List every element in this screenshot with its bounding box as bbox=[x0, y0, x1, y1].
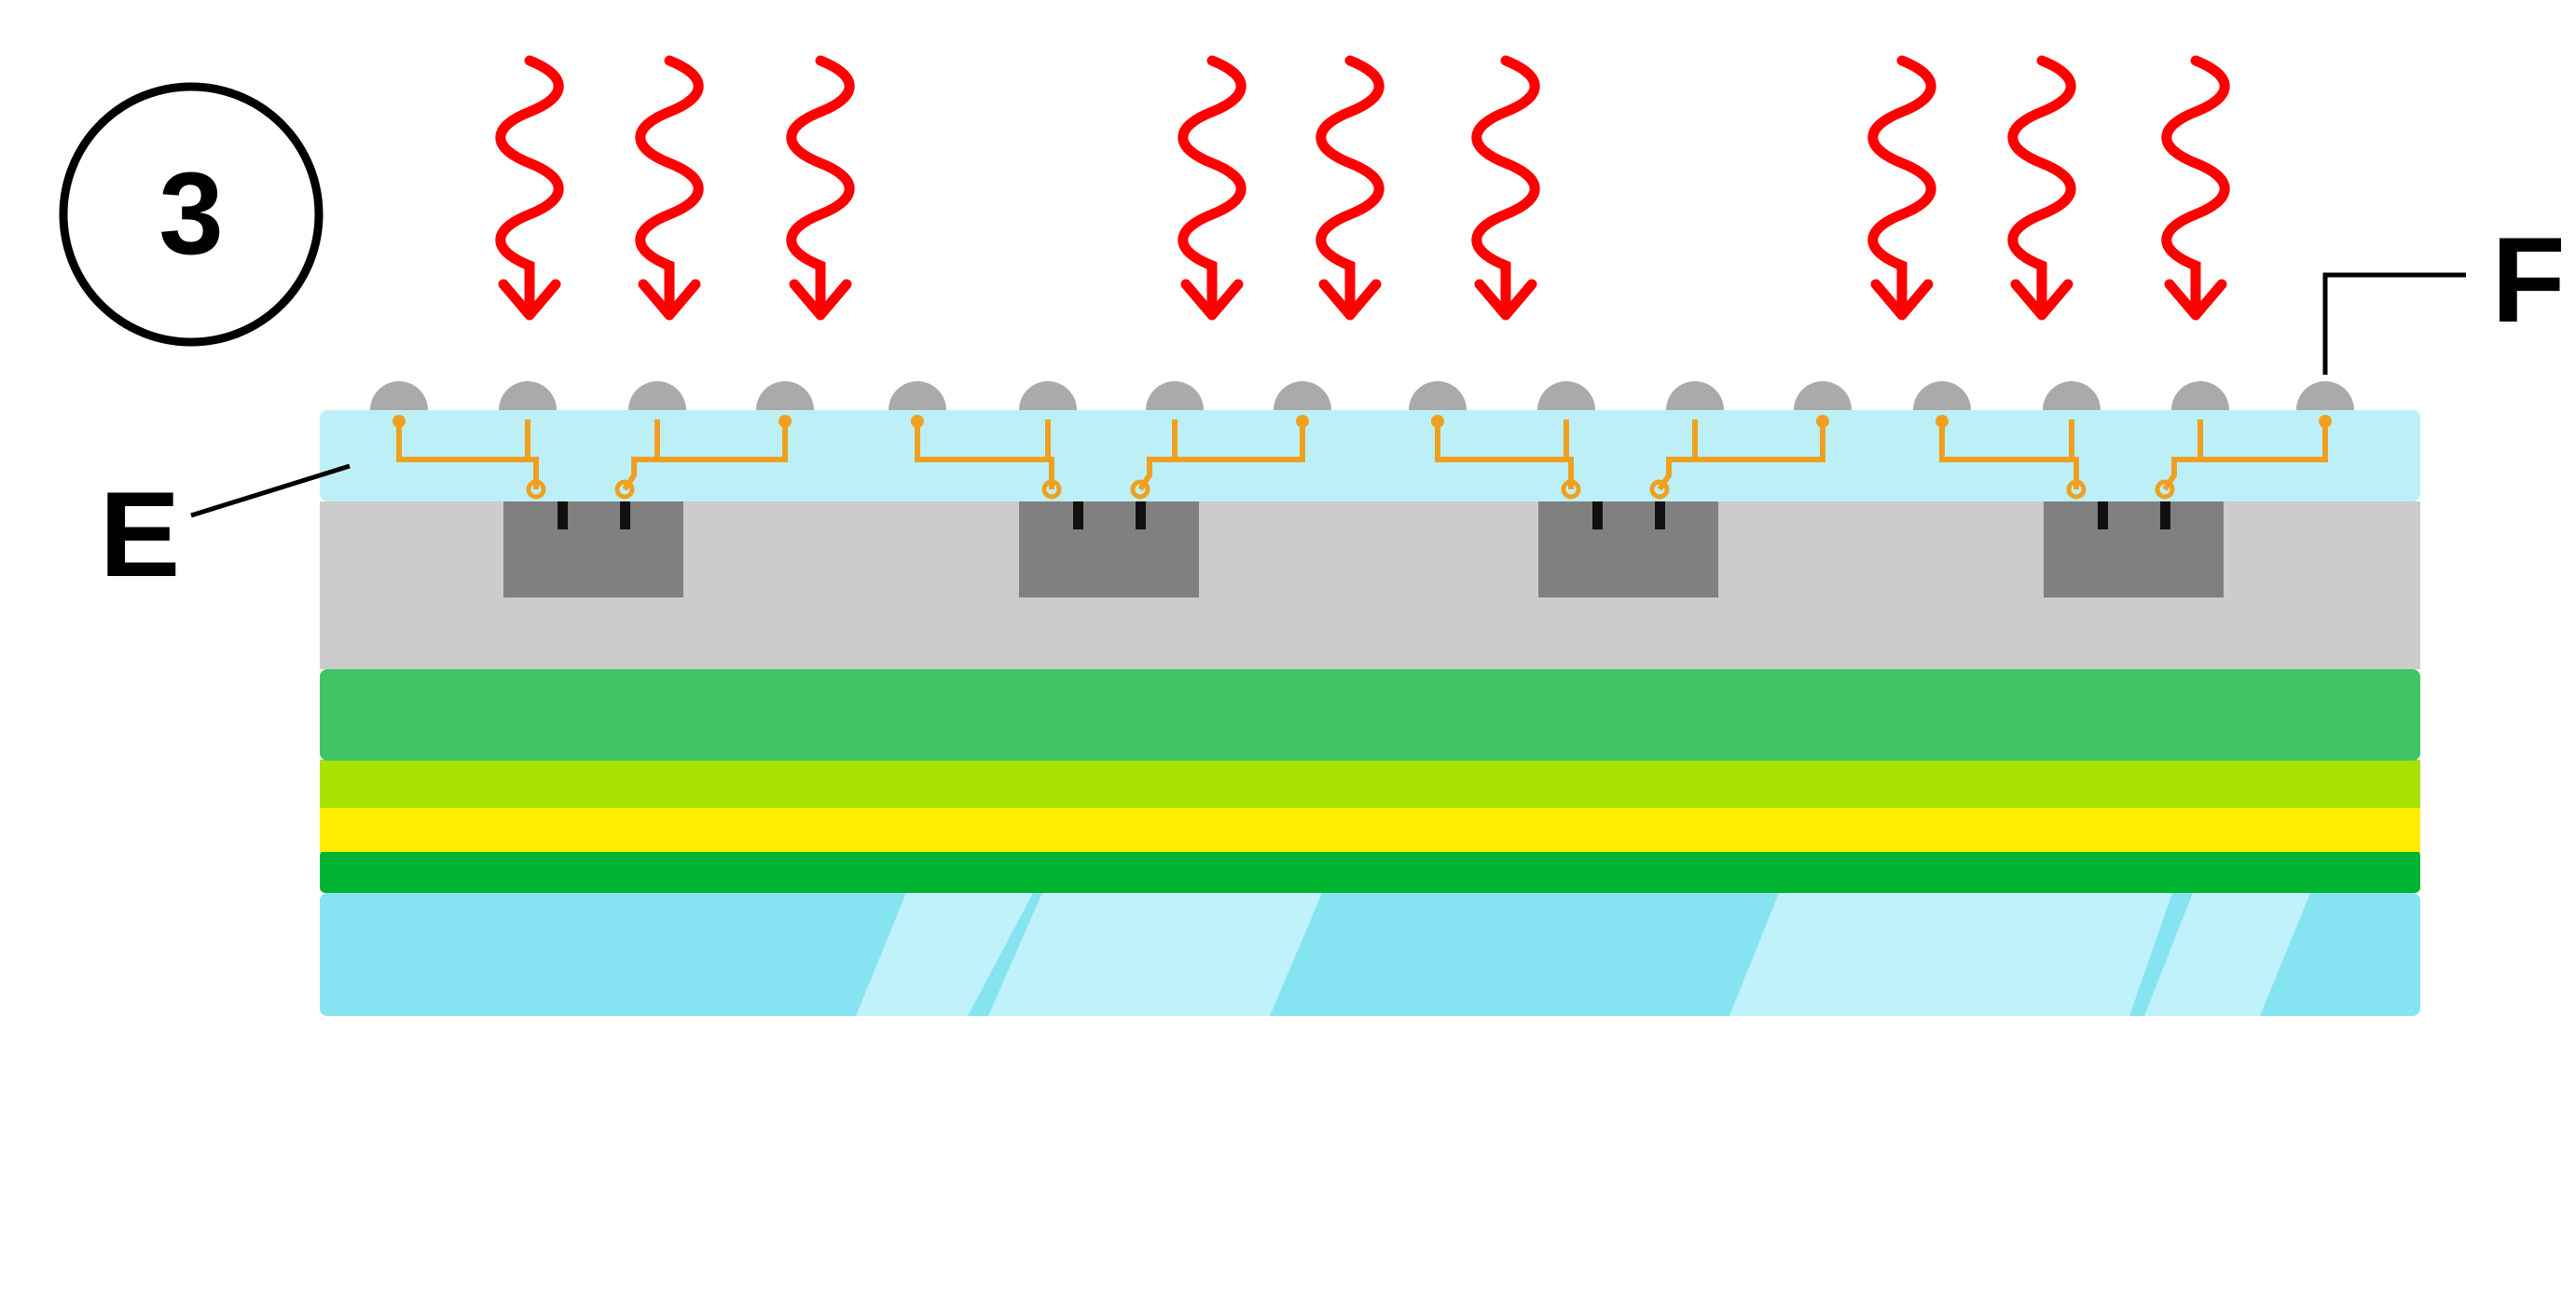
wire-pad bbox=[1561, 479, 1581, 500]
green-layer bbox=[320, 669, 2420, 761]
chip-pin bbox=[1073, 501, 1083, 529]
light-arrow bbox=[1867, 55, 1936, 313]
label-e: E bbox=[100, 466, 181, 602]
chip-pin bbox=[1592, 501, 1603, 529]
contact-bump bbox=[1913, 381, 1971, 410]
chip bbox=[1538, 501, 1718, 597]
wire-pad bbox=[1041, 479, 1062, 500]
contact-bump bbox=[1537, 381, 1595, 410]
wire-pad bbox=[1816, 415, 1829, 428]
light-arrow-head bbox=[1180, 279, 1244, 321]
chip bbox=[1019, 501, 1199, 597]
contact-bump bbox=[1794, 381, 1852, 410]
lime-layer bbox=[320, 760, 2420, 808]
wire-trace bbox=[396, 419, 539, 489]
step-badge-circle bbox=[59, 82, 324, 347]
step-number: 3 bbox=[158, 149, 224, 279]
light-arrow bbox=[495, 55, 564, 313]
contact-bump bbox=[370, 381, 428, 410]
wire-pad bbox=[1296, 415, 1309, 428]
contact-bump bbox=[1019, 381, 1077, 410]
label-f-leader bbox=[2322, 272, 2466, 375]
light-arrow bbox=[1471, 55, 1540, 313]
light-arrow bbox=[2007, 55, 2076, 313]
wire-pad bbox=[614, 479, 635, 500]
wire-trace bbox=[622, 419, 788, 491]
label-f-group: F bbox=[2322, 212, 2566, 375]
wire-trace bbox=[2162, 419, 2328, 491]
light-arrow-head bbox=[789, 279, 852, 321]
yellow-layer bbox=[320, 807, 2420, 852]
glass-shine bbox=[856, 893, 1033, 1016]
chip-pin bbox=[1655, 501, 1665, 529]
light-arrows bbox=[495, 55, 2230, 321]
light-arrow bbox=[1316, 55, 1384, 313]
step-badge: 3 bbox=[59, 82, 324, 347]
interconnect-layer bbox=[320, 410, 2420, 501]
wiring bbox=[393, 415, 2332, 529]
contact-bump bbox=[2296, 381, 2354, 410]
wire-pad bbox=[2319, 415, 2332, 428]
chips bbox=[503, 501, 2224, 597]
light-arrow-head bbox=[1318, 279, 1382, 321]
wire-pad bbox=[778, 415, 792, 428]
contact-bump bbox=[1274, 381, 1331, 410]
wire-pad bbox=[393, 415, 406, 428]
contact-bumps bbox=[370, 381, 2354, 410]
glass-shine bbox=[988, 893, 1322, 1016]
layer-stack bbox=[320, 410, 2420, 1016]
contact-bump bbox=[1409, 381, 1467, 410]
chip bbox=[2044, 501, 2224, 597]
chip-pin bbox=[2160, 501, 2170, 529]
light-arrow-head bbox=[498, 279, 561, 321]
contact-bump bbox=[499, 381, 557, 410]
contact-bump bbox=[756, 381, 814, 410]
wire-trace bbox=[1435, 419, 1574, 489]
wire-trace bbox=[915, 419, 1054, 489]
wire-pad bbox=[1935, 415, 1949, 428]
wire-pad bbox=[911, 415, 924, 428]
contact-bump bbox=[889, 381, 946, 410]
glass-shine bbox=[2144, 893, 2310, 1016]
light-arrow-head bbox=[1474, 279, 1537, 321]
light-arrow-head bbox=[1870, 279, 1934, 321]
label-e-leader bbox=[190, 463, 351, 518]
contact-bump bbox=[2043, 381, 2101, 410]
light-arrow-head bbox=[2010, 279, 2073, 321]
light-arrow bbox=[786, 55, 855, 313]
chip-pin bbox=[1136, 501, 1146, 529]
wire-pad bbox=[1649, 479, 1670, 500]
wire-trace bbox=[1137, 419, 1305, 491]
label-e-group: E bbox=[100, 463, 351, 602]
label-f: F bbox=[2491, 212, 2565, 348]
wire-pad bbox=[2155, 479, 2175, 500]
wire-trace bbox=[1657, 419, 1825, 491]
light-arrow bbox=[2161, 55, 2230, 313]
glass-shine bbox=[1729, 893, 2172, 1016]
contact-bump bbox=[1666, 381, 1724, 410]
wire-pad bbox=[2066, 479, 2087, 500]
wire-trace bbox=[1939, 419, 2079, 489]
light-arrow bbox=[635, 55, 704, 313]
wire-pad bbox=[1130, 479, 1150, 500]
light-arrow-head bbox=[2164, 279, 2227, 321]
chip-pin bbox=[2098, 501, 2108, 529]
wire-pad bbox=[1431, 415, 1444, 428]
chip-pin bbox=[620, 501, 630, 529]
wire-pad bbox=[526, 479, 546, 500]
chip-pin bbox=[558, 501, 568, 529]
dark-green-layer bbox=[320, 850, 2420, 893]
chip bbox=[503, 501, 683, 597]
contact-bump bbox=[628, 381, 686, 410]
contact-bump bbox=[2171, 381, 2229, 410]
light-arrow-head bbox=[638, 279, 701, 321]
light-arrow bbox=[1178, 55, 1247, 313]
contact-bump bbox=[1146, 381, 1204, 410]
